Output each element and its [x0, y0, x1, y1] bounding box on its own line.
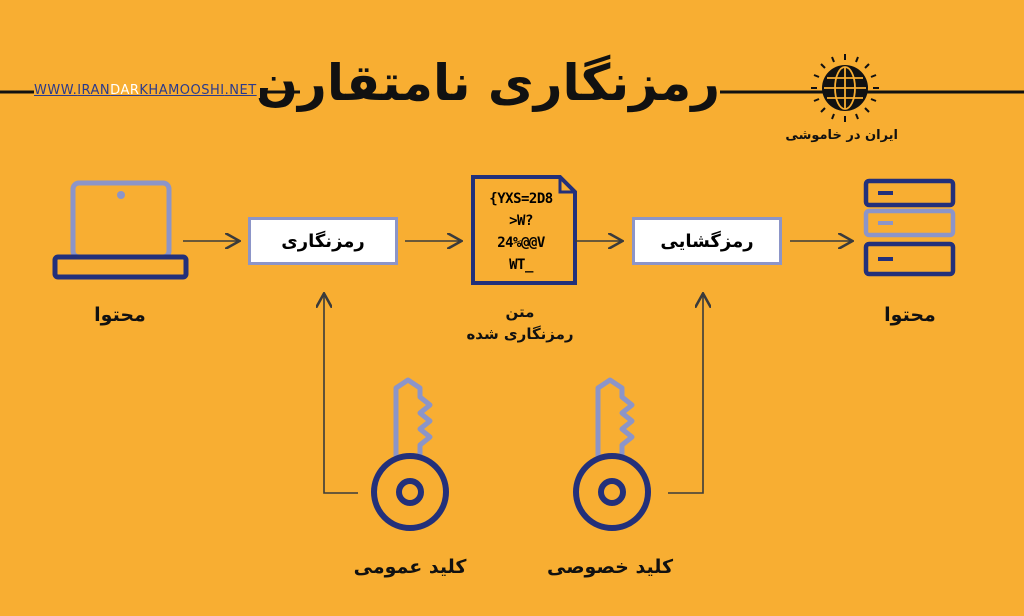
public-key-icon	[371, 377, 449, 531]
url-pre: WWW.	[34, 83, 78, 98]
server-icon	[863, 178, 956, 277]
dest-label: محتوا	[884, 304, 936, 326]
url-post: .NET	[224, 83, 257, 98]
source-label: محتوا	[94, 304, 146, 326]
brand-name: ایران در خاموشی	[785, 128, 898, 143]
globe-logo-icon	[811, 54, 879, 122]
url-part2: DAR	[110, 83, 140, 98]
page-title: رمزنگاری نامتقارن	[255, 48, 720, 118]
encrypt-label: رمزنگاری	[281, 230, 365, 252]
cipher-line: {YXS=2D8	[489, 191, 553, 207]
cipher-line: WT_	[509, 257, 533, 273]
laptop-icon	[52, 180, 189, 280]
cipher-line: 24%@@V	[497, 235, 545, 251]
ciphertext-caption: متن رمزنگاری شده	[440, 301, 600, 345]
ciphertext-caption-line2: رمزنگاری شده	[466, 325, 574, 343]
private-key-icon	[573, 377, 651, 531]
ciphertext-block: {YXS=2D8 >W? 24%@@V WT_	[476, 188, 566, 276]
document-icon	[471, 175, 577, 285]
url-part3: KHAMOOSHI	[139, 83, 225, 98]
private-key-label: کلید خصوصی	[546, 556, 674, 578]
cipher-line: >W?	[509, 213, 533, 229]
arrow-private-key-to-decrypt	[668, 295, 703, 494]
decrypt-box: رمزگشایی	[632, 217, 782, 265]
url-part1: IRAN	[77, 83, 111, 98]
encrypt-box: رمزنگاری	[248, 217, 398, 265]
arrow-public-key-to-encrypt	[324, 295, 358, 494]
website-link[interactable]: WWW.IRANDARKHAMOOSHI.NET	[34, 83, 260, 98]
public-key-label: کلید عمومی	[353, 556, 467, 578]
ciphertext-caption-line1: متن	[505, 303, 535, 321]
decrypt-label: رمزگشایی	[660, 230, 754, 252]
